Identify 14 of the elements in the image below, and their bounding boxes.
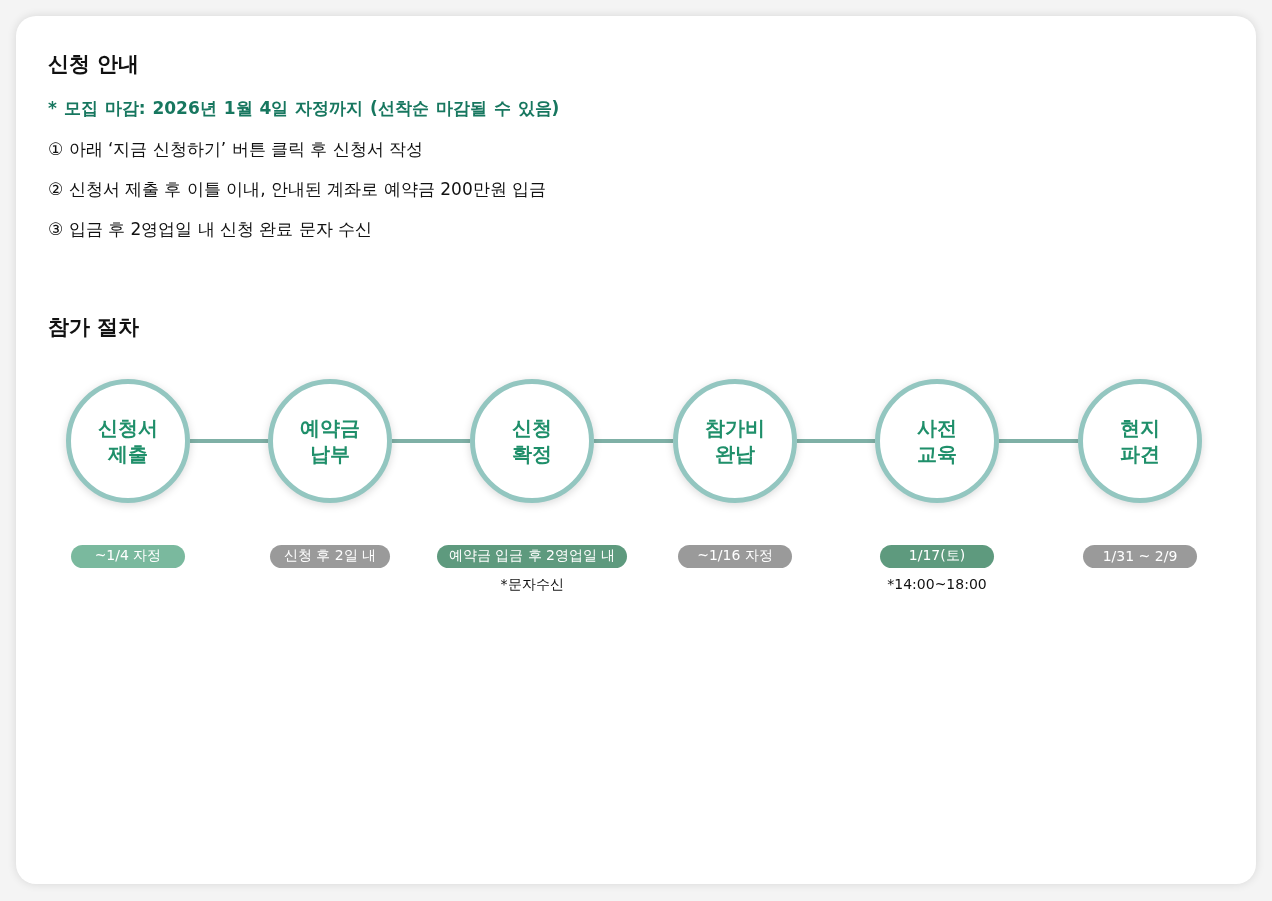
instruction-text: ③ 입금 후 2영업일 내 신청 완료 문자 수신: [48, 218, 373, 241]
connector-line: [392, 439, 470, 443]
connector-line: [594, 439, 673, 443]
instruction-text: ② 신청서 제출 후 이틀 이내, 안내된 계좌로 예약금 200만원 입금: [48, 178, 547, 201]
section-heading: 참가 절차: [48, 314, 140, 341]
instruction-text: ① 아래 ‘지금 신청하기’ 버튼 클릭 후 신청서 작성: [48, 138, 424, 161]
connector-line: [190, 439, 268, 443]
connector-line: [999, 439, 1078, 443]
section-heading: 신청 안내: [48, 51, 140, 78]
connector-line: [797, 439, 875, 443]
note-text: *14:00~18:00: [887, 576, 987, 592]
deadline-note: * 모집 마감: 2026년 1월 4일 자정까지 (선착순 마감될 수 있음): [48, 97, 560, 120]
date-badge: 예약금 입금 후 2영업일 내: [437, 544, 627, 568]
note-text: *문자수신: [500, 576, 564, 594]
